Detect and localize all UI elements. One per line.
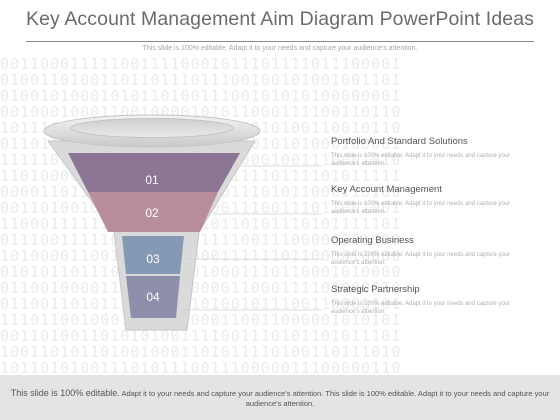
funnel-stage-1 (68, 153, 240, 192)
slide-subtitle: This slide is 100% editable. Adapt it to… (142, 45, 418, 52)
stage-label-2: Key Account Management (331, 184, 442, 195)
stage-number-2: 02 (145, 206, 159, 220)
footer-text: This slide is 100% editable. Adapt it to… (10, 388, 550, 409)
funnel-rim-inner (70, 118, 234, 138)
funnel-stage-2 (88, 192, 218, 232)
stage-description-4: This slide is 100% editable. Adapt it to… (331, 301, 511, 315)
funnel-stage-3 (122, 236, 184, 274)
title-divider (26, 41, 534, 42)
stage-description-3: This slide is 100% editable. Adapt it to… (331, 252, 511, 266)
stage-label-4: Strategic Partnership (331, 284, 420, 295)
stage-number-3: 03 (146, 252, 160, 266)
stage-number-4: 04 (146, 290, 160, 304)
stage-description-1: This slide is 100% editable. Adapt it to… (331, 153, 511, 167)
footer-bar: This slide is 100% editable. Adapt it to… (0, 375, 560, 420)
funnel-stage-4 (126, 276, 180, 318)
stage-label-3: Operating Business (331, 235, 414, 246)
stage-description-2: This slide is 100% editable. Adapt it to… (331, 201, 511, 215)
footer-body: Adapt it to your needs and capture your … (119, 389, 550, 408)
footer-lead: This slide is 100% editable. (10, 388, 120, 398)
stage-number-1: 01 (145, 173, 159, 187)
stage-label-1: Portfolio And Standard Solutions (331, 136, 468, 147)
slide-title: Key Account Management Aim Diagram Power… (25, 8, 535, 30)
